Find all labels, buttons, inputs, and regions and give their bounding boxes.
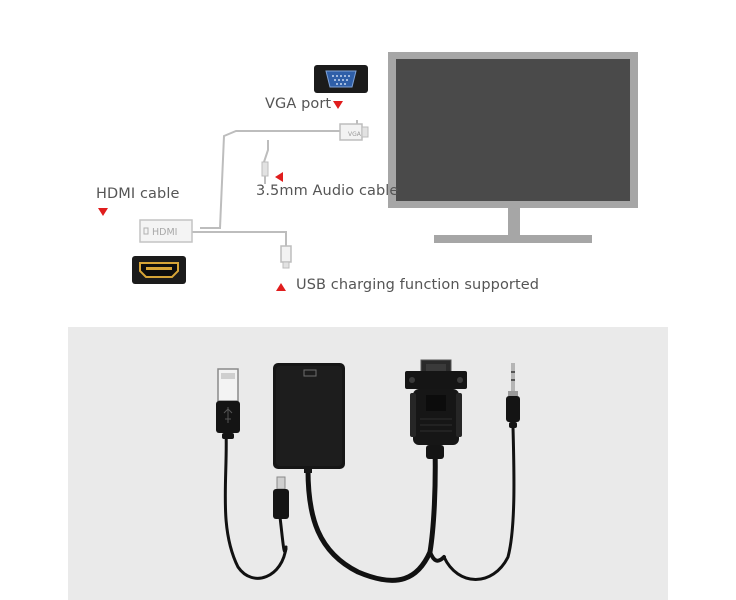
usb-plug-icon	[216, 368, 240, 439]
usb-charging-label: USB charging function supported	[296, 277, 540, 293]
hdmi-adapter-body	[273, 363, 345, 473]
hdmi-port-icon	[132, 256, 186, 284]
hdmi-cable-arrow-icon	[98, 208, 108, 216]
usb-charging-arrow-icon	[276, 283, 286, 291]
audio-jack-icon	[506, 363, 520, 428]
product-photo-panel	[68, 327, 668, 600]
vga-plug-diagram	[339, 123, 369, 141]
audio-plug-diagram	[261, 161, 269, 184]
audio-cable-label: 3.5mm Audio cable	[256, 183, 399, 199]
audio-cable-arrow-icon	[275, 172, 283, 182]
hdmi-adapter-diagram	[139, 219, 193, 243]
vga-port-label: VGA port	[265, 96, 332, 112]
micro-usb-plug	[273, 476, 289, 519]
cables	[223, 425, 516, 583]
adapter-product-image	[216, 359, 520, 583]
monitor-icon	[388, 52, 638, 243]
vga-port-arrow-icon	[333, 101, 343, 109]
hdmi-plug-text: HDMI	[152, 227, 177, 238]
connection-diagram: VGA HDMI	[132, 52, 638, 284]
vga-plug-text: VGA	[348, 131, 362, 138]
vga-plug	[405, 359, 467, 459]
hdmi-cable-label: HDMI cable	[96, 186, 180, 202]
usb-plug-diagram	[280, 245, 292, 269]
vga-port-icon	[314, 65, 368, 93]
